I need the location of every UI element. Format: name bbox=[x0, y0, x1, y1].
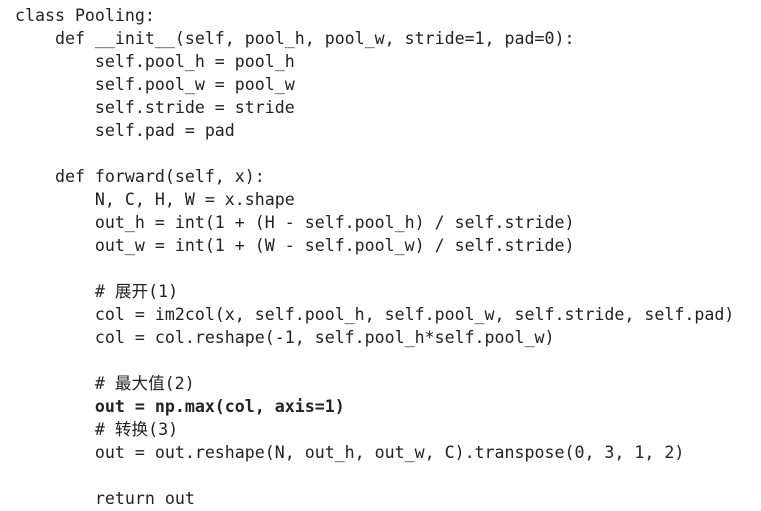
code-block: class Pooling: def __init__(self, pool_h… bbox=[15, 4, 734, 510]
code-line-shape: N, C, H, W = x.shape bbox=[15, 190, 295, 209]
code-line-pool-w: self.pool_w = pool_w bbox=[15, 75, 295, 94]
code-comment-convert: # 转换(3) bbox=[15, 420, 179, 439]
code-comment-expand: # 展开(1) bbox=[15, 282, 179, 301]
code-line-return: return out bbox=[15, 489, 195, 508]
code-line-np-max: out = np.max(col, axis=1) bbox=[15, 397, 345, 416]
code-line-stride: self.stride = stride bbox=[15, 98, 295, 117]
code-line-out-reshape: out = out.reshape(N, out_h, out_w, C).tr… bbox=[15, 443, 685, 462]
code-line-pad: self.pad = pad bbox=[15, 121, 235, 140]
code-line-pool-h: self.pool_h = pool_h bbox=[15, 52, 295, 71]
code-line-blank bbox=[15, 464, 734, 487]
code-line-out-w: out_w = int(1 + (W - self.pool_w) / self… bbox=[15, 236, 575, 255]
code-line-out-h: out_h = int(1 + (H - self.pool_h) / self… bbox=[15, 213, 575, 232]
code-line-blank bbox=[15, 142, 734, 165]
code-line-im2col: col = im2col(x, self.pool_h, self.pool_w… bbox=[15, 305, 735, 324]
code-line-blank bbox=[15, 257, 734, 280]
code-line-class-def: class Pooling: bbox=[15, 6, 155, 25]
code-comment-max: # 最大值(2) bbox=[15, 374, 195, 393]
code-line-col-reshape: col = col.reshape(-1, self.pool_h*self.p… bbox=[15, 328, 555, 347]
code-line-init-def: def __init__(self, pool_h, pool_w, strid… bbox=[15, 29, 575, 48]
code-line-blank bbox=[15, 349, 734, 372]
code-line-forward-def: def forward(self, x): bbox=[15, 167, 265, 186]
